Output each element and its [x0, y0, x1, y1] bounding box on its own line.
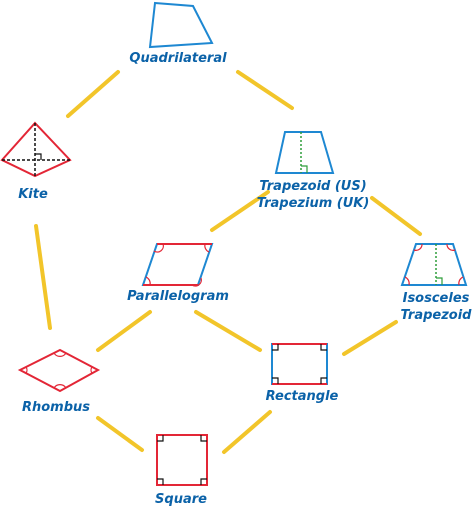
rectangle-shape — [271, 343, 328, 385]
edge-rectangle-square — [222, 410, 272, 454]
edge-rhombus-square — [96, 416, 144, 452]
parallelogram-angle-arc-4 — [145, 276, 151, 286]
node-quadrilateral: Quadrilateral — [129, 1, 227, 66]
trapezoid-label-line2: Trapezium (UK) — [257, 196, 370, 211]
node-parallelogram: Parallelogram — [127, 243, 229, 304]
parallelogram-label: Parallelogram — [127, 289, 229, 304]
parallelogram-angle-arc-2 — [204, 243, 210, 253]
isosceles-right-angle-mark — [436, 277, 443, 285]
kite-right-angle-mark — [35, 153, 42, 160]
trapezoid-label-line1: Trapezoid (US) — [259, 179, 366, 194]
node-rectangle: Rectangle — [266, 343, 339, 404]
node-trapezoid: Trapezoid (US) Trapezium (UK) — [257, 131, 370, 211]
rhombus-angle-arc-bottom — [53, 384, 67, 389]
quadrilateral-label: Quadrilateral — [129, 51, 227, 66]
edge-isosceles-rectangle — [342, 320, 398, 356]
isosceles-angle-arc-2 — [446, 243, 456, 251]
edge-parallelogram-rhombus — [96, 310, 152, 352]
node-kite: Kite — [0, 121, 72, 202]
node-square: Square — [155, 434, 208, 507]
connectors — [34, 70, 422, 454]
kite-label: Kite — [18, 187, 48, 202]
rhombus-angle-arc-right — [90, 366, 93, 374]
square-right-angle-mark-2 — [200, 435, 207, 442]
square-label: Square — [155, 492, 207, 507]
edge-trapezoid-isosceles — [370, 196, 422, 236]
rectangle-right-angle-mark-1 — [272, 344, 279, 351]
rhombus-angle-arc-left — [25, 366, 28, 374]
edge-quadrilateral-kite — [66, 70, 120, 118]
rectangle-right-angle-mark-4 — [320, 377, 327, 384]
rhombus-label: Rhombus — [22, 400, 90, 415]
square-right-angle-mark-1 — [157, 435, 164, 442]
edge-quadrilateral-trapezoid — [236, 70, 294, 110]
trapezoid-shape — [274, 131, 335, 174]
trapezoid-right-angle-mark — [301, 165, 308, 173]
isosceles-trapezoid-shape — [400, 243, 468, 286]
isosceles-angle-arc-3 — [404, 276, 410, 286]
edge-parallelogram-rectangle — [194, 310, 262, 352]
quadrilateral-shape — [148, 1, 214, 49]
isosceles-label-line2: Trapezoid — [400, 308, 472, 323]
rectangle-right-angle-mark-2 — [320, 344, 327, 351]
kite-shape — [0, 121, 72, 178]
square-right-angle-mark-4 — [200, 478, 207, 485]
edge-trapezoid-parallelogram — [210, 190, 270, 232]
rectangle-label: Rectangle — [266, 389, 339, 404]
node-isosceles-trapezoid: Isosceles Trapezoid — [400, 243, 472, 323]
parallelogram-angle-arc-1 — [153, 243, 164, 253]
edge-kite-rhombus — [34, 224, 52, 330]
isosceles-label-line1: Isosceles — [403, 291, 470, 306]
square-shape — [156, 434, 208, 486]
isosceles-angle-arc-4 — [458, 276, 464, 286]
rhombus-angle-arc-top — [53, 352, 67, 357]
parallelogram-angle-arc-3 — [191, 277, 202, 287]
rectangle-right-angle-mark-3 — [272, 377, 279, 384]
rhombus-shape — [17, 348, 101, 393]
square-right-angle-mark-3 — [157, 478, 164, 485]
node-rhombus: Rhombus — [17, 348, 101, 415]
isosceles-angle-arc-1 — [413, 243, 423, 251]
